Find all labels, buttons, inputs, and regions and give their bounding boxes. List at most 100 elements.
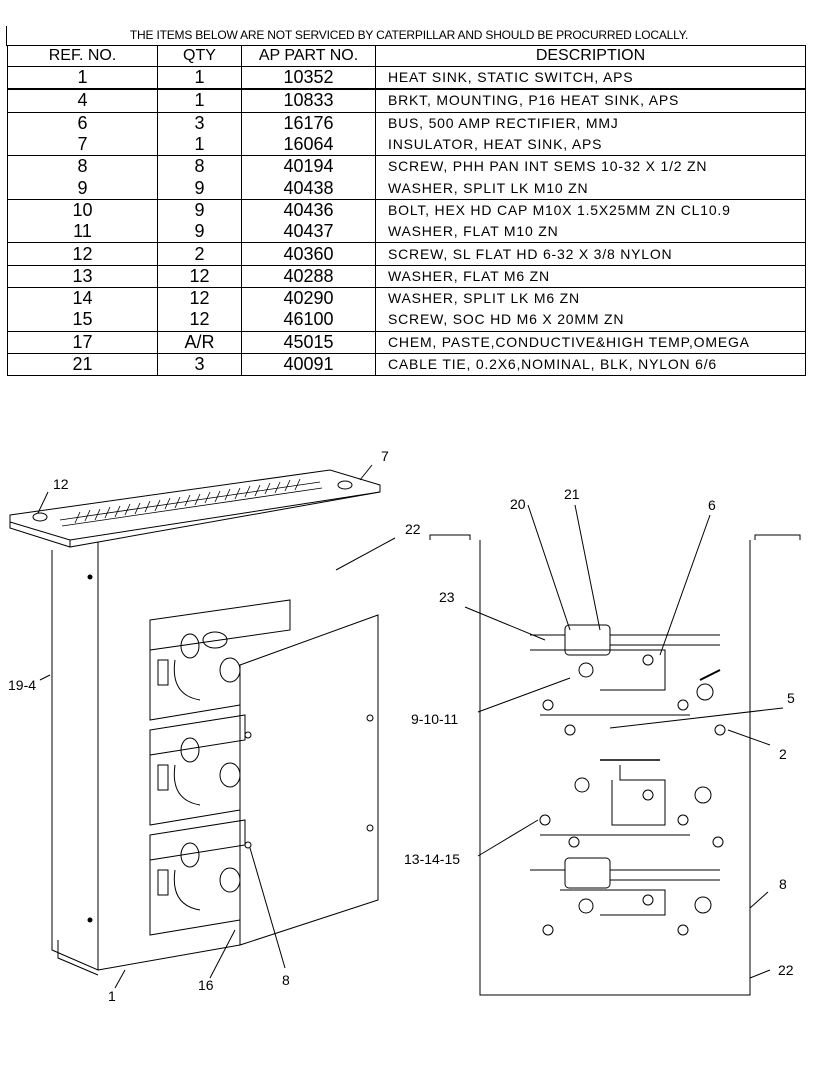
table-row: 14 12 40290 WASHER, SPLIT LK M6 ZN: [7, 287, 806, 310]
bracket-screw: [244, 731, 252, 739]
part-cell: 45015: [241, 331, 376, 354]
part-cell: 16176: [241, 112, 376, 134]
callout-13-14-15: 13-14-15: [404, 851, 461, 867]
part-cell: 40438: [241, 177, 376, 200]
callout-8-left: 8: [282, 972, 290, 988]
qty-cell: 8: [157, 155, 242, 178]
bus-plate: [560, 889, 666, 916]
part-cell: 40290: [241, 287, 376, 310]
table-row: 1 1 10352 HEAT SINK, STATIC SWITCH, APS: [7, 66, 806, 91]
callout-16: 16: [198, 977, 214, 993]
qty-cell: 9: [157, 199, 242, 222]
desc-cell: WASHER, SPLIT LK M10 ZN: [375, 177, 806, 200]
enclosure-outline: [479, 540, 751, 996]
part-cell: 40091: [241, 353, 376, 377]
ref-cell: 21: [7, 353, 158, 377]
heat-sink-fins: [59, 478, 323, 527]
table-row: 6 3 16176 BUS, 500 AMP RECTIFIER, MMJ: [7, 112, 806, 134]
callout-22-left: 22: [405, 521, 421, 537]
qty-cell: 9: [157, 177, 242, 200]
table-left-rule: [6, 26, 7, 46]
callout-19-4: 19-4: [8, 677, 37, 693]
table-row: 7 1 16064 INSULATOR, HEAT SINK, APS: [7, 133, 806, 157]
desc-cell: WASHER, SPLIT LK M6 ZN: [375, 287, 806, 310]
fuse-body: [564, 624, 611, 656]
table-row: 4 1 10833 BRKT, MOUNTING, P16 HEAT SINK,…: [7, 89, 806, 113]
ref-cell: 12: [7, 242, 158, 266]
table-row: 8 8 40194 SCREW, PHH PAN INT SEMS 10-32 …: [7, 155, 806, 178]
fuse-body: [564, 857, 611, 889]
ref-cell: 14: [7, 287, 158, 310]
qty-cell: 1: [157, 89, 242, 113]
qty-cell: 9: [157, 221, 242, 244]
part-cell: 46100: [241, 309, 376, 332]
table-row: 10 9 40436 BOLT, HEX HD CAP M10X 1.5X25M…: [7, 199, 806, 222]
bus-plate: [611, 765, 666, 826]
ref-cell: 9: [7, 177, 158, 200]
plate-hole-right: [337, 480, 353, 490]
desc-cell: BOLT, HEX HD CAP M10X 1.5X25MM ZN CL10.9: [375, 199, 806, 222]
desc-cell: SCREW, SOC HD M6 X 20MM ZN: [375, 309, 806, 332]
table-header-row: REF. NO. QTY AP PART NO. DESCRIPTION: [7, 45, 806, 67]
ref-cell: 8: [7, 155, 158, 178]
ref-cell: 7: [7, 133, 158, 157]
leader-lines: [37, 464, 784, 989]
heat-sink-body-left: [51, 542, 99, 971]
procurement-notice: THE ITEMS BELOW ARE NOT SERVICED BY CATE…: [129, 28, 689, 42]
desc-cell: WASHER, FLAT M10 ZN: [375, 221, 806, 244]
table-row: 17 A/R 45015 CHEM, PASTE,CONDUCTIVE&HIGH…: [7, 331, 806, 354]
table-row: 12 2 40360 SCREW, SL FLAT HD 6-32 X 3/8 …: [7, 242, 806, 266]
mounting-bracket: [239, 614, 379, 946]
part-cell: 40360: [241, 242, 376, 266]
bus-bar-2: [539, 724, 726, 836]
qty-cell: 12: [157, 265, 242, 288]
ref-cell: 10: [7, 199, 158, 222]
part-cell: 40437: [241, 221, 376, 244]
header-qty: QTY: [157, 45, 242, 67]
part-cell: 16064: [241, 133, 376, 157]
header-part-no: AP PART NO.: [241, 45, 376, 67]
bracket-screw: [366, 824, 374, 832]
part-cell: 40288: [241, 265, 376, 288]
bus-assembly: [429, 534, 801, 996]
module-1: [149, 599, 291, 721]
ref-cell: 13: [7, 265, 158, 288]
ref-cell: 4: [7, 89, 158, 113]
qty-cell: 2: [157, 242, 242, 266]
callout-8-right: 8: [779, 876, 787, 892]
desc-cell: SCREW, SL FLAT HD 6-32 X 3/8 NYLON: [375, 242, 806, 266]
callout-21: 21: [564, 486, 580, 502]
part-cell: 10352: [241, 66, 376, 91]
desc-cell: INSULATOR, HEAT SINK, APS: [375, 133, 806, 157]
qty-cell: 3: [157, 353, 242, 377]
desc-cell: SCREW, PHH PAN INT SEMS 10-32 X 1/2 ZN: [375, 155, 806, 178]
table-row: 11 9 40437 WASHER, FLAT M10 ZN: [7, 221, 806, 244]
heat-sink-assembly: [9, 469, 381, 976]
callout-5: 5: [787, 690, 795, 706]
qty-cell: 12: [157, 287, 242, 310]
callout-23: 23: [439, 589, 455, 605]
ref-cell: 17: [7, 331, 158, 354]
plate-hole-left: [32, 512, 48, 522]
callout-9-10-11: 9-10-11: [411, 711, 459, 727]
desc-cell: WASHER, FLAT M6 ZN: [375, 265, 806, 288]
parts-table: REF. NO. QTY AP PART NO. DESCRIPTION 1 1…: [7, 45, 806, 377]
bus-bar-1: [530, 624, 721, 716]
bus-bar-3: [530, 836, 724, 936]
table-row: 13 12 40288 WASHER, FLAT M6 ZN: [7, 265, 806, 288]
callout-2: 2: [779, 746, 787, 762]
bracket-screw: [366, 714, 374, 722]
desc-cell: BRKT, MOUNTING, P16 HEAT SINK, APS: [375, 89, 806, 113]
qty-cell: 12: [157, 309, 242, 332]
ref-cell: 11: [7, 221, 158, 244]
module-3: [149, 819, 246, 936]
callout-7: 7: [381, 448, 389, 464]
qty-cell: A/R: [157, 331, 242, 354]
module-2: [149, 714, 246, 826]
ref-cell: 1: [7, 66, 158, 91]
qty-cell: 3: [157, 112, 242, 134]
callout-12: 12: [53, 476, 69, 492]
desc-cell: CABLE TIE, 0.2X6,NOMINAL, BLK, NYLON 6/6: [375, 353, 806, 377]
part-cell: 10833: [241, 89, 376, 113]
ref-cell: 15: [7, 309, 158, 332]
